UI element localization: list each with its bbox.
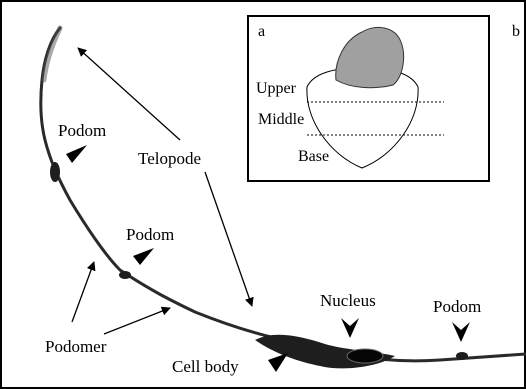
podom-top-label: Podom <box>58 121 106 140</box>
inset-panel-a: a Upper Middle Base <box>248 16 489 181</box>
cell-body-pointer <box>268 353 288 372</box>
podomer-arrow-up <box>72 262 94 322</box>
telopode-label: Telopode <box>138 149 201 168</box>
panel-b-letter: b <box>512 23 520 40</box>
nucleus-shape <box>347 349 383 363</box>
nucleus-pointer <box>341 318 359 338</box>
cell-body-label: Cell body <box>172 357 239 376</box>
inset-upper-label: Upper <box>256 80 297 97</box>
inset-middle-label: Middle <box>258 111 304 128</box>
podom-middle-shape <box>119 271 131 279</box>
podom-top-shape <box>50 162 60 182</box>
inset-base-label: Base <box>298 148 329 165</box>
podom-middle-pointer <box>133 248 154 265</box>
podom-right-label: Podom <box>433 297 481 316</box>
panel-a-letter: a <box>258 23 265 40</box>
telopode-arrow-down <box>205 172 252 306</box>
podom-right-shape <box>456 352 468 360</box>
podomer-arrow-right <box>104 308 170 334</box>
podom-top-pointer <box>66 145 87 163</box>
nucleus-label: Nucleus <box>320 291 376 310</box>
podom-right-pointer <box>452 322 470 342</box>
podom-middle-label: Podom <box>126 225 174 244</box>
podomer-label: Podomer <box>45 337 107 356</box>
